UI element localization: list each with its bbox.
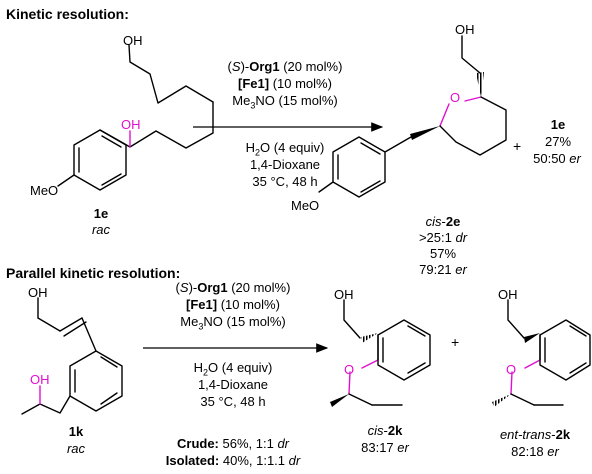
section-heading-parallel-kinetic-resolution: Parallel kinetic resolution: <box>6 265 181 281</box>
atom-label-oh-secondary-1k: OH <box>30 372 50 387</box>
plus-sign-1: + <box>513 138 522 154</box>
atom-label-ring-o: O <box>450 90 461 105</box>
atom-label-ome: MeO <box>30 183 59 198</box>
conditions-temp-time: 35 °C, 48 h <box>252 174 318 189</box>
product-cis-2k-structure <box>330 299 431 407</box>
compound-label-1k: 1k <box>68 424 84 439</box>
product-ent-trans-2k-structure <box>492 299 591 407</box>
conditions-oxidant: Me3NO (15 mol%) <box>232 93 338 111</box>
conditions-iron: [Fe1] (10 mol%) <box>238 76 332 91</box>
conditions2-catalyst: (S)-Org1 (20 mol%) <box>175 280 291 295</box>
product-er-cis-2k: 83:17 er <box>361 440 409 455</box>
atom-label-oh-cis-2k: OH <box>334 287 354 302</box>
atom-label-oh-allylic: OH <box>28 285 48 300</box>
conditions-water: H2O (4 equiv) <box>245 140 325 158</box>
conditions-catalyst: (S)-Org1 (20 mol%) <box>227 59 343 74</box>
atom-label-oh-secondary: OH <box>121 117 141 132</box>
atom-label-ring-o-cis-2k: O <box>344 362 355 377</box>
conditions2-water: H2O (4 equiv) <box>193 360 273 378</box>
product-name-cis-2e: cis-2e <box>425 214 461 229</box>
recovered-compound-1e: 1e <box>550 117 566 132</box>
section-heading-kinetic-resolution: Kinetic resolution: <box>6 6 129 22</box>
product-dr: >25:1 dr <box>418 230 468 245</box>
product-er-ent-trans-2k: 82:18 er <box>511 444 559 459</box>
conditions2-iron: [Fe1] (10 mol%) <box>186 297 280 312</box>
plus-sign-2: + <box>451 334 460 350</box>
atom-label-oh-ent-trans-2k: OH <box>498 287 518 302</box>
conditions2-isolated: Isolated: 40%, 1:1.1 dr <box>165 453 301 468</box>
substrate-1k-structure <box>21 297 123 415</box>
recovered-er: 50:50 er <box>533 151 581 166</box>
product-er: 79:21 er <box>419 262 467 277</box>
product-name-cis-2k: cis-2k <box>367 423 403 438</box>
conditions2-crude: Crude: 56%, 1:1 dr <box>177 436 289 451</box>
atom-label-oh-product: OH <box>455 22 475 37</box>
conditions2-temp-time: 35 °C, 48 h <box>200 394 266 409</box>
product-cis-2e-structure <box>318 35 507 198</box>
conditions-solvent: 1,4-Dioxane <box>249 157 321 172</box>
compound-descriptor-rac-1k: rac <box>66 441 86 456</box>
atom-label-oh-terminal: OH <box>123 33 143 48</box>
atom-label-ring-o-ent-trans-2k: O <box>506 362 517 377</box>
product-name-ent-trans-2k: ent-trans-2k <box>499 427 571 442</box>
atom-label-ome-product: MeO <box>291 198 320 213</box>
conditions2-oxidant: Me3NO (15 mol%) <box>180 314 286 332</box>
product-yield: 57% <box>429 246 457 261</box>
compound-descriptor-rac: rac <box>91 222 111 237</box>
compound-label-1e: 1e <box>93 206 109 221</box>
recovered-yield: 27% <box>544 134 572 149</box>
substrate-1e-structure <box>57 44 214 191</box>
conditions2-solvent: 1,4-Dioxane <box>197 377 269 392</box>
